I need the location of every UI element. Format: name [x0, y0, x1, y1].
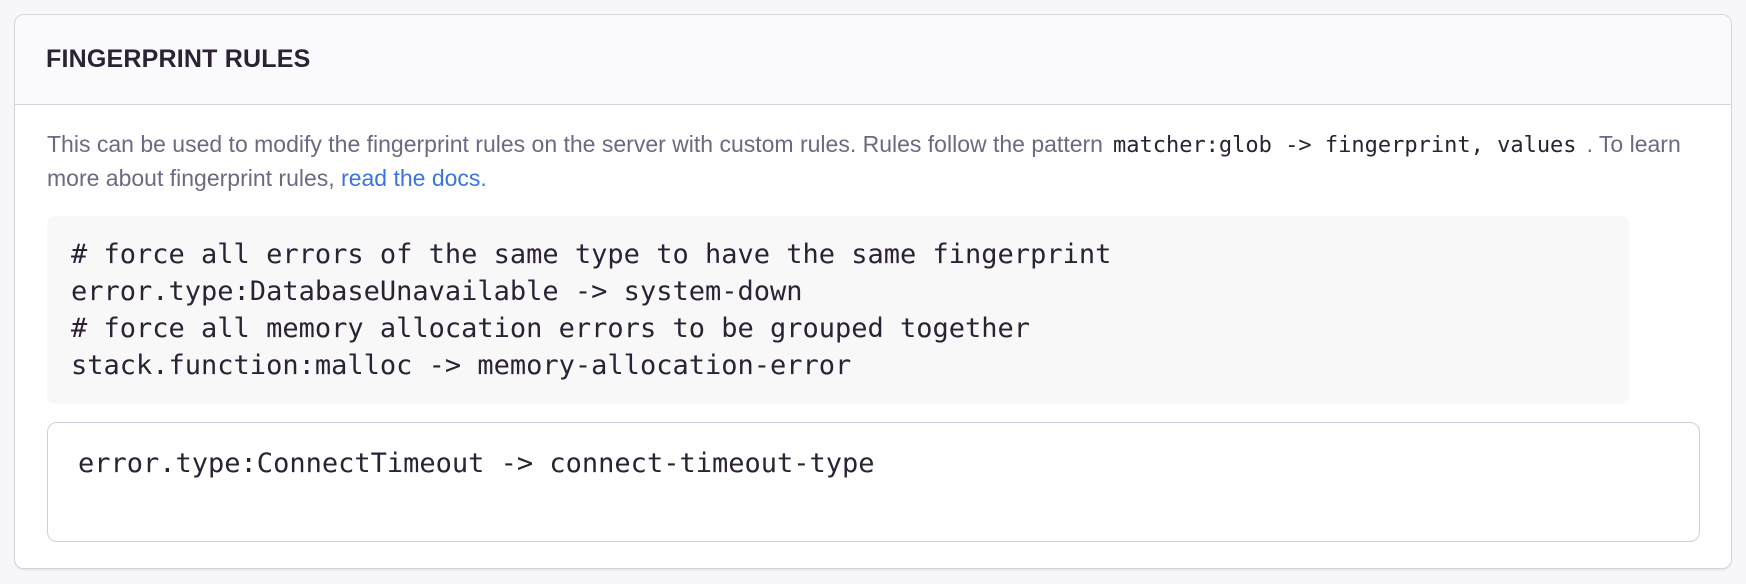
panel-header: FINGERPRINT RULES [15, 15, 1731, 105]
example-rules-code-block: # force all errors of the same type to h… [47, 216, 1629, 404]
description-text-after: . [480, 165, 487, 191]
description-text-middle: . To learn more about fingerprint rules, [47, 131, 1681, 191]
fingerprint-rules-textarea[interactable]: error.type:ConnectTimeout -> connect-tim… [47, 422, 1700, 542]
fingerprint-rules-panel: FINGERPRINT RULES This can be used to mo… [14, 14, 1732, 569]
panel-body: This can be used to modify the fingerpri… [15, 105, 1731, 568]
description-text-before: This can be used to modify the fingerpri… [47, 131, 1103, 157]
panel-title: FINGERPRINT RULES [46, 45, 311, 73]
panel-description: This can be used to modify the fingerpri… [47, 128, 1699, 195]
pattern-inline-code: matcher:glob -> fingerprint, values [1112, 133, 1577, 158]
read-docs-link[interactable]: read the docs [341, 165, 481, 191]
